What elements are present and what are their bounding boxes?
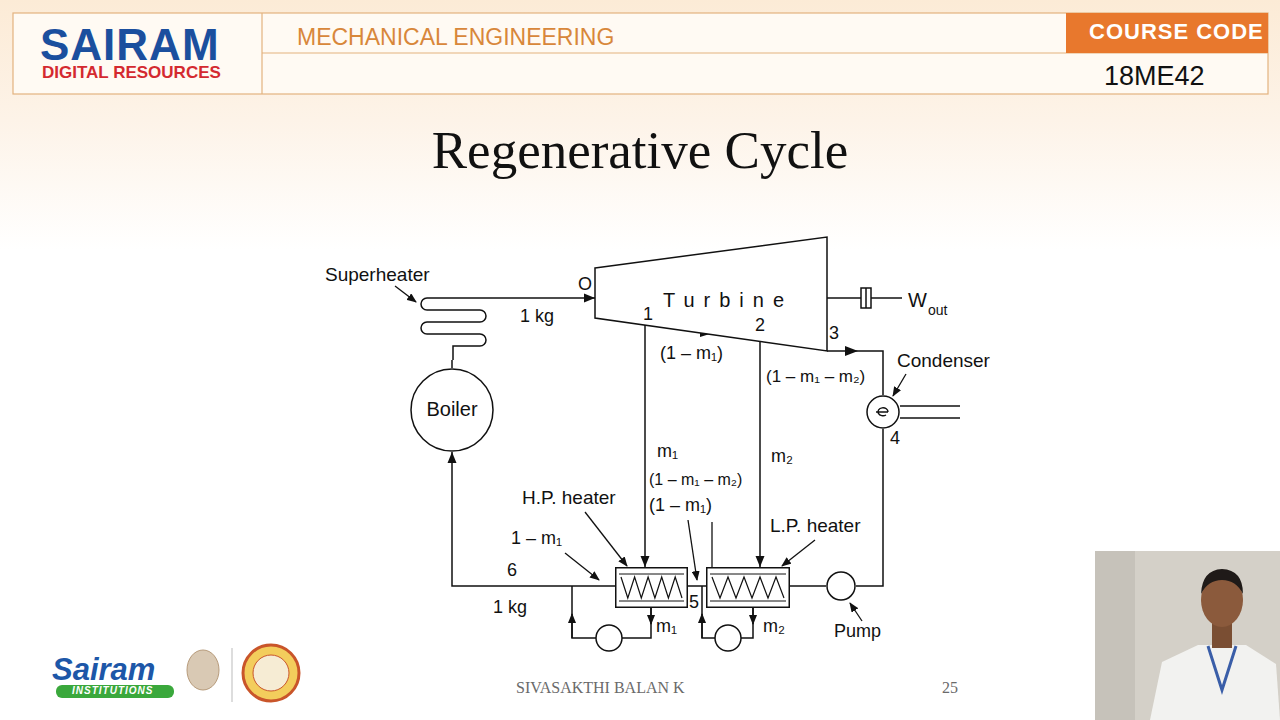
slide-number: 25 — [942, 679, 958, 697]
component-label: H.P. heater — [522, 487, 616, 509]
arrow-head — [584, 294, 595, 303]
header-divider — [262, 52, 1268, 53]
state-point: 2 — [755, 315, 765, 336]
state-point: 4 — [890, 428, 900, 449]
webcam-video — [1095, 551, 1280, 720]
cooling-water-pipe — [900, 406, 960, 418]
mass-flow: 1 kg — [493, 597, 527, 618]
superheater-coil: Superheater — [415, 292, 492, 360]
logo-subtitle: DIGITAL RESOURCES — [42, 63, 221, 83]
component-label: Turbine — [595, 289, 861, 312]
work-subscript: out — [928, 302, 947, 318]
header-divider — [261, 13, 262, 94]
department-name: MECHANICAL ENGINEERING — [297, 24, 614, 50]
component-label: Condenser — [897, 350, 990, 372]
arrow-head — [448, 452, 457, 463]
heater-shell — [615, 567, 688, 608]
flow-line — [688, 585, 706, 587]
component-label: Boiler — [410, 398, 494, 421]
state-point: 6 — [507, 560, 517, 581]
course-code-box — [1066, 13, 1268, 53]
work-output: W — [908, 289, 927, 312]
flow-line — [452, 452, 615, 586]
hp-heater-box: H.P. heater — [615, 567, 688, 608]
seal-logo — [253, 655, 289, 691]
drain-fraction: m₁ — [656, 616, 677, 637]
arrow-head — [756, 556, 765, 567]
component-label: Pump — [834, 621, 881, 642]
edge-label: 1 kg — [520, 306, 554, 327]
edge-label: m₂ — [771, 446, 793, 467]
heater-shell — [706, 567, 790, 608]
state-point: 1 — [643, 304, 653, 325]
arrow-head — [641, 556, 650, 567]
component-label: Superheater — [325, 264, 430, 286]
superheater-coil — [415, 292, 492, 360]
footer-divider — [232, 648, 233, 702]
state-point: 5 — [689, 592, 699, 613]
seal-logo — [243, 645, 299, 701]
logo-portrait — [187, 650, 219, 690]
mass-fraction: (1 – m₁ – m₂) — [766, 367, 865, 387]
pump-symbol — [826, 571, 856, 601]
component-label: L.P. heater — [770, 515, 861, 537]
mass-fraction: 1 – m₁ — [511, 528, 562, 549]
logo-bar — [56, 685, 174, 698]
state-point: 3 — [829, 323, 839, 344]
course-code-heading: COURSE CODE — [1089, 19, 1264, 44]
flow-line — [759, 341, 761, 567]
turbine-shaft — [827, 288, 902, 308]
footer-logo-subtitle: INSTITUTIONS — [72, 685, 153, 697]
condenser-symbol — [866, 395, 900, 429]
footer-logo: Sairam — [52, 652, 155, 688]
pump-circle: Pump — [826, 571, 856, 601]
mass-fraction: (1 – m₁ – m₂) — [649, 471, 742, 489]
mass-fraction: (1 – m₁) — [660, 343, 723, 364]
lp-heater-box: L.P. heater — [706, 567, 790, 608]
course-code: 18ME42 — [1104, 61, 1205, 92]
flow-line — [492, 297, 595, 299]
flow-arrow — [845, 346, 858, 356]
flow-line — [644, 325, 646, 567]
mass-fraction: (1 – m₁) — [649, 495, 712, 516]
drain-fraction: m₂ — [763, 616, 785, 637]
leader-arrow — [395, 286, 906, 621]
flow-line — [790, 585, 826, 587]
header-frame — [13, 13, 1268, 94]
flow-line — [451, 360, 453, 368]
edge-label: m₁ — [657, 441, 678, 462]
state-point: O — [578, 274, 592, 295]
condenser-circle: Condenser — [866, 395, 900, 429]
slide-title: Regenerative Cycle — [0, 120, 1280, 181]
boiler-circle: Boiler — [410, 368, 494, 452]
presenter-name: SIVASAKTHI BALAN K — [516, 679, 685, 697]
flow-line — [856, 429, 883, 586]
turbine-casing: Turbine — [595, 237, 827, 351]
